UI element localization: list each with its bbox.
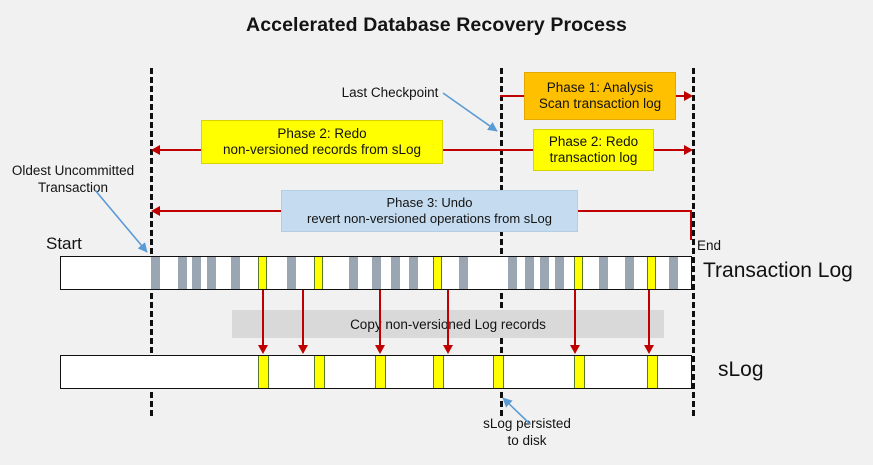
transaction-log-segment bbox=[669, 257, 678, 289]
phase2-left-line2: non-versioned records from sLog bbox=[222, 142, 422, 157]
phase3-line1: Phase 3: Undo bbox=[386, 195, 473, 211]
phase2-right-line2: transaction log bbox=[549, 150, 638, 165]
phase2-right-line1: Phase 2: Redo bbox=[548, 133, 639, 149]
transaction-log-segment bbox=[540, 257, 549, 289]
guide-oldest-uncommitted bbox=[150, 68, 153, 416]
slog-persisted-label: sLog persisted to disk bbox=[437, 416, 617, 450]
phase3-arrow-head bbox=[151, 206, 160, 216]
slog-segment bbox=[375, 356, 386, 388]
oldest-uncommitted-pointer-line bbox=[94, 189, 148, 253]
phase3-line-riser bbox=[690, 210, 692, 240]
guide-last-checkpoint bbox=[500, 68, 503, 416]
phase3-line-left bbox=[159, 210, 283, 212]
oldest-uncommitted-label: Oldest Uncommitted Transaction bbox=[2, 163, 144, 197]
copy-arrow-line bbox=[262, 290, 264, 346]
guide-end bbox=[692, 68, 695, 416]
phase3-line-right bbox=[578, 210, 692, 212]
phase2-left-line1: Phase 2: Redo bbox=[277, 125, 367, 141]
phase1-line2: Scan transaction log bbox=[538, 96, 662, 111]
phase3-undo-box[interactable]: Phase 3: Undo revert non-versioned opera… bbox=[281, 190, 578, 232]
copy-arrow-head bbox=[443, 345, 453, 354]
transaction-log-segment bbox=[391, 257, 400, 289]
copy-arrow-head bbox=[570, 345, 580, 354]
transaction-log-segment bbox=[555, 257, 564, 289]
oldest-uncommitted-line2: Transaction bbox=[37, 179, 109, 195]
phase1-line1: Phase 1: Analysis bbox=[546, 79, 654, 95]
transaction-log-segment bbox=[192, 257, 201, 289]
copy-arrow-head bbox=[375, 345, 385, 354]
slog-segment bbox=[574, 356, 585, 388]
phase3-line2: revert non-versioned operations from sLo… bbox=[307, 211, 552, 226]
last-checkpoint-label: Last Checkpoint bbox=[341, 85, 439, 100]
slog-segment bbox=[493, 356, 504, 388]
copy-arrow-head bbox=[258, 345, 268, 354]
phase2-right-line bbox=[654, 149, 686, 151]
copy-arrow-line bbox=[379, 290, 381, 346]
phase1-analysis-box[interactable]: Phase 1: Analysis Scan transaction log bbox=[524, 72, 676, 120]
transaction-log-segment bbox=[647, 257, 656, 289]
slog-persisted-line2: to disk bbox=[507, 432, 547, 448]
transaction-log-segment bbox=[433, 257, 442, 289]
slog-segment bbox=[314, 356, 325, 388]
transaction-log-segment bbox=[599, 257, 608, 289]
transaction-log-label: Transaction Log bbox=[703, 259, 853, 282]
phase1-arrow-head bbox=[684, 91, 693, 101]
transaction-log-segment bbox=[287, 257, 296, 289]
transaction-log-segment bbox=[625, 257, 634, 289]
transaction-log-segment bbox=[231, 257, 240, 289]
slog-segment bbox=[433, 356, 444, 388]
copy-arrow-line bbox=[648, 290, 650, 346]
slog-segment bbox=[647, 356, 658, 388]
copy-arrow-head bbox=[644, 345, 654, 354]
page-title: Accelerated Database Recovery Process bbox=[246, 14, 627, 36]
transaction-log-bar[interactable] bbox=[60, 256, 692, 290]
phase2-right-arrow-head bbox=[684, 145, 693, 155]
phase2-left-line-b bbox=[443, 149, 533, 151]
phase2-left-line-a bbox=[159, 149, 203, 151]
oldest-uncommitted-line1: Oldest Uncommitted bbox=[11, 163, 135, 178]
phase2-redo-txlog-box[interactable]: Phase 2: Redo transaction log bbox=[533, 129, 654, 171]
phase1-line-left bbox=[500, 95, 526, 97]
transaction-log-segment bbox=[372, 257, 381, 289]
transaction-log-segment bbox=[574, 257, 583, 289]
end-label: End bbox=[697, 238, 722, 253]
transaction-log-segment bbox=[258, 257, 267, 289]
transaction-log-segment bbox=[409, 257, 418, 289]
phase2-left-arrow-head bbox=[151, 145, 160, 155]
transaction-log-segment bbox=[525, 257, 534, 289]
transaction-log-segment bbox=[207, 257, 216, 289]
copy-arrow-line bbox=[302, 290, 304, 346]
transaction-log-segment bbox=[314, 257, 323, 289]
transaction-log-segment bbox=[178, 257, 187, 289]
copy-arrow-line bbox=[447, 290, 449, 346]
transaction-log-segment bbox=[151, 257, 160, 289]
slog-label: sLog bbox=[718, 358, 764, 381]
copy-arrow-head bbox=[298, 345, 308, 354]
transaction-log-segment bbox=[349, 257, 358, 289]
transaction-log-segment bbox=[459, 257, 468, 289]
transaction-log-segment bbox=[508, 257, 517, 289]
slog-persisted-line1: sLog persisted bbox=[483, 416, 571, 431]
slog-bar[interactable] bbox=[60, 355, 692, 389]
checkpoint-pointer-line bbox=[442, 92, 498, 132]
copy-arrow-line bbox=[574, 290, 576, 346]
phase1-line-right bbox=[676, 95, 686, 97]
phase2-redo-slog-box[interactable]: Phase 2: Redo non-versioned records from… bbox=[201, 120, 443, 164]
slog-segment bbox=[258, 356, 269, 388]
start-label: Start bbox=[46, 234, 82, 253]
